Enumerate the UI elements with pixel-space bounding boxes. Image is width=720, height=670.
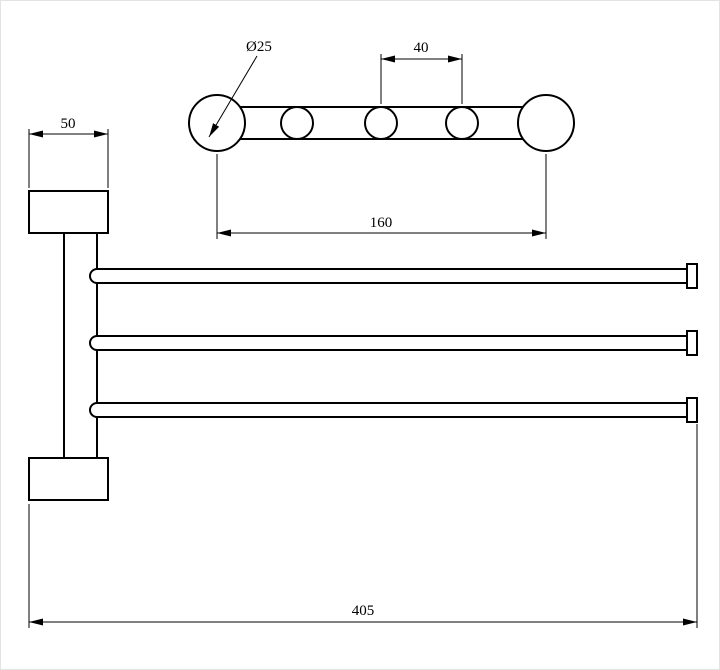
top-view: Ø25 40 160 — [188, 39, 575, 239]
front-view: 50 405 — [28, 116, 698, 628]
dim-bracket-width: 50 — [28, 116, 109, 188]
diameter-leader-line — [208, 55, 258, 138]
wall-bracket-bottom — [28, 457, 109, 501]
hook-circle-2 — [364, 106, 398, 140]
wall-bracket-top — [28, 190, 109, 234]
dim-label-diameter: Ø25 — [246, 39, 272, 55]
arm-end-cap-3 — [686, 397, 698, 423]
dim-label-bracket-width: 50 — [61, 116, 76, 132]
hook-circle-1 — [280, 106, 314, 140]
dim-span: 160 — [216, 154, 547, 239]
dim-label-hole-spacing: 40 — [414, 40, 429, 56]
dim-hole-spacing: 40 — [380, 40, 463, 104]
end-post-circle-left — [188, 94, 246, 152]
swing-arm-2 — [89, 335, 688, 351]
swing-arm-1 — [89, 268, 688, 284]
arm-end-cap-1 — [686, 263, 698, 289]
dim-label-overall-length: 405 — [352, 603, 375, 619]
end-post-circle-right — [517, 94, 575, 152]
arm-end-cap-2 — [686, 330, 698, 356]
dim-label-span: 160 — [370, 215, 393, 231]
hook-circle-3 — [445, 106, 479, 140]
dim-overall-length: 405 — [28, 424, 698, 628]
dim-diameter: Ø25 — [208, 39, 272, 138]
swing-arm-3 — [89, 402, 688, 418]
